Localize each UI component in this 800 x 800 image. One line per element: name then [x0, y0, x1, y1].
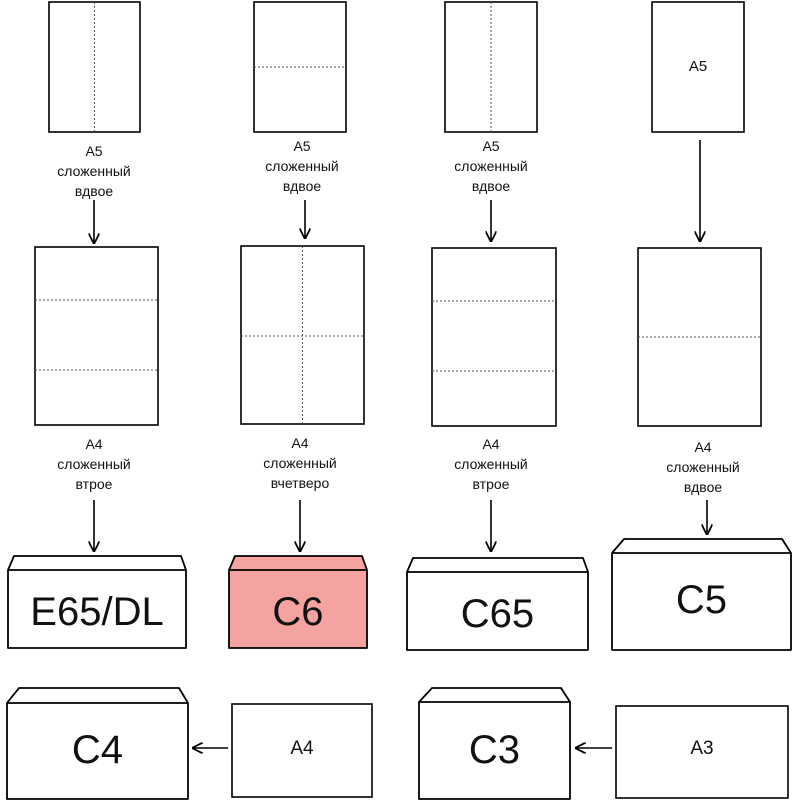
envelope-label-col1: E65/DL	[30, 590, 164, 634]
caption-line: сложенный	[666, 459, 740, 475]
a5-sheet-label: A5	[688, 58, 708, 75]
envelope-label-c3: C3	[468, 728, 521, 772]
mid-caption-col1: A4 сложенный втрое	[24, 434, 164, 494]
a5-sheet-col4	[651, 1, 745, 133]
a4-sheet-col3	[431, 247, 557, 427]
caption-line: вчетверо	[270, 475, 330, 491]
caption-line: сложенный	[265, 158, 339, 174]
envelope-label-col3: C65	[460, 592, 535, 636]
sheet-label-a3: A3	[690, 738, 714, 759]
top-caption-col1: A5 сложенный вдвое	[24, 141, 164, 201]
caption-line: сложенный	[454, 158, 528, 174]
envelope-label-col2: C6	[272, 590, 324, 634]
caption-line: A5	[482, 138, 500, 154]
sheet-label-a4: A4	[290, 738, 314, 759]
top-caption-col3: A5 сложенный вдвое	[421, 136, 561, 196]
mid-caption-col4: A4 сложенный вдвое	[633, 437, 773, 497]
caption-line: сложенный	[57, 163, 131, 179]
caption-line: вдвое	[471, 178, 511, 194]
mid-caption-col3: A4 сложенный втрое	[421, 434, 561, 494]
caption-line: A4	[291, 435, 309, 451]
caption-line: A4	[85, 436, 103, 452]
caption-line: A5	[85, 143, 103, 159]
caption-line: втрое	[472, 476, 510, 492]
caption-line: сложенный	[263, 455, 337, 471]
caption-line: A4	[694, 439, 712, 455]
caption-line: втрое	[75, 476, 113, 492]
caption-line: сложенный	[57, 456, 131, 472]
a4-sheet-landscape	[231, 703, 373, 798]
caption-line: вдвое	[74, 183, 114, 199]
caption-line: вдвое	[683, 479, 723, 495]
caption-line: A4	[482, 436, 500, 452]
caption-line: A5	[293, 138, 311, 154]
envelope-label-col4: C5	[675, 578, 728, 622]
mid-caption-col2: A4 сложенный вчетверо	[230, 433, 370, 493]
envelope-label-c4: C4	[71, 728, 124, 772]
caption-line: сложенный	[454, 456, 528, 472]
top-caption-col2: A5 сложенный вдвое	[232, 136, 372, 196]
a3-sheet-landscape	[615, 705, 789, 799]
a4-sheet-col1	[34, 246, 159, 426]
caption-line: вдвое	[282, 178, 322, 194]
